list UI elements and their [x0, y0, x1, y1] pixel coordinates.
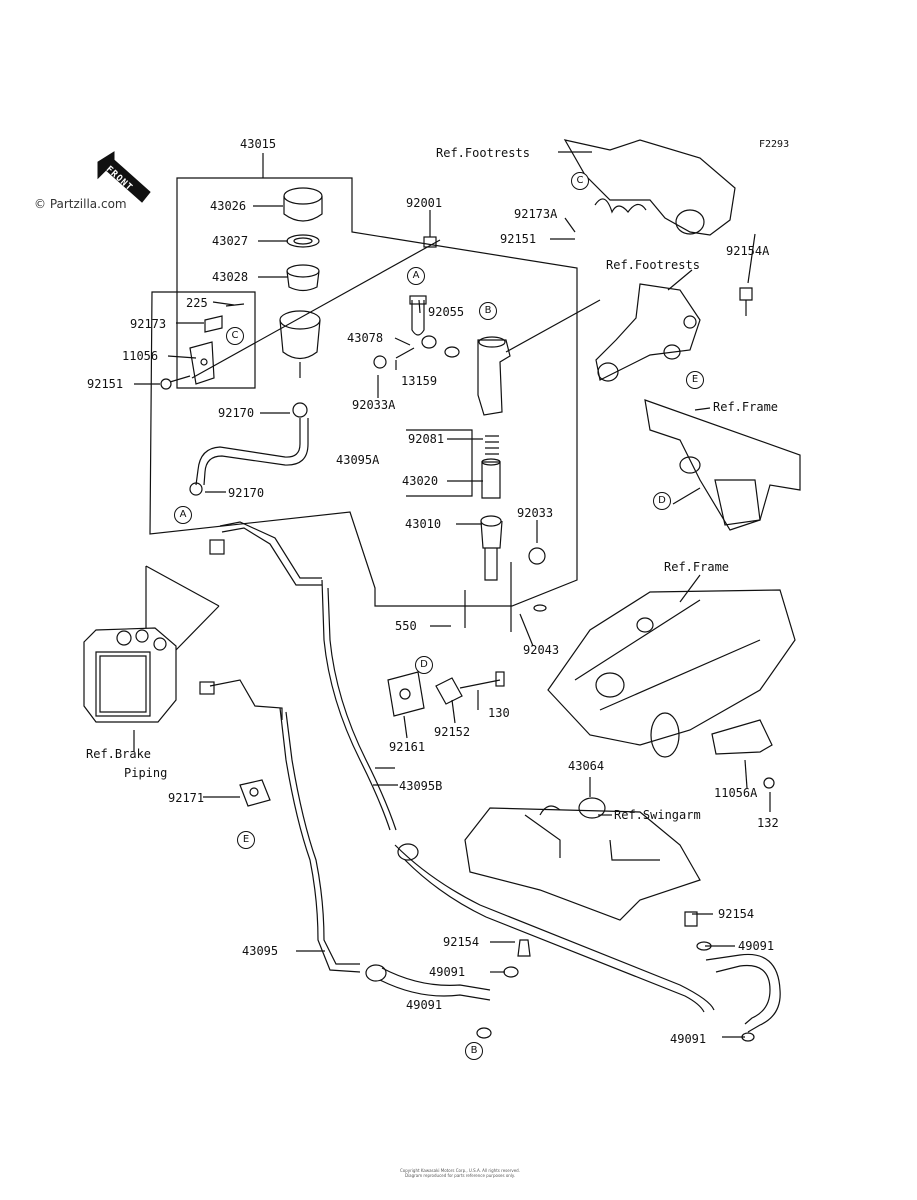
callout-e-left: E [237, 831, 255, 849]
front-arrow-shape [97, 151, 151, 203]
part-130[interactable]: 130 [488, 706, 510, 720]
part-11056[interactable]: 11056 [122, 349, 159, 363]
callout-a-upper: A [407, 267, 425, 285]
part-43027[interactable]: 43027 [212, 234, 249, 248]
part-92151[interactable]: 92151 [87, 377, 124, 391]
part-43078[interactable]: 43078 [347, 331, 384, 345]
part-92170-lower[interactable]: 92170 [228, 486, 265, 500]
ref-brake-piping-line1: Ref.Brake [86, 747, 152, 761]
part-92154A[interactable]: 92154A [726, 244, 770, 258]
part-43010[interactable]: 43010 [405, 517, 442, 531]
part-43015[interactable]: 43015 [240, 137, 277, 151]
part-11056A[interactable]: 11056A [714, 786, 758, 800]
part-92171[interactable]: 92171 [168, 791, 205, 805]
part-92081[interactable]: 92081 [408, 432, 445, 446]
part-92151-right[interactable]: 92151 [500, 232, 537, 246]
ref-footrests-middle: Ref.Footrests [606, 258, 700, 272]
ref-footrests-top: Ref.Footrests [436, 146, 530, 160]
callout-b-upper: B [479, 302, 497, 320]
copyright-footer: Copyright Kawasaki Motors Corp., U.S.A. … [300, 1168, 620, 1178]
part-49091-upper-left[interactable]: 49091 [429, 965, 466, 979]
part-225[interactable]: 225 [186, 296, 208, 310]
part-92154-left[interactable]: 92154 [443, 935, 480, 949]
part-92033[interactable]: 92033 [517, 506, 554, 520]
part-43095A[interactable]: 43095A [336, 453, 380, 467]
part-13159[interactable]: 13159 [401, 374, 438, 388]
part-43095B[interactable]: 43095B [399, 779, 443, 793]
ref-swingarm: Ref.Swingarm [614, 808, 701, 822]
callout-d-left: D [415, 656, 433, 674]
callout-b-lower: B [465, 1042, 483, 1060]
footer-line-1: Copyright Kawasaki Motors Corp., U.S.A. … [400, 1168, 520, 1173]
part-550[interactable]: 550 [395, 619, 417, 633]
part-92173[interactable]: 92173 [130, 317, 167, 331]
part-43095[interactable]: 43095 [242, 944, 279, 958]
part-92152[interactable]: 92152 [434, 725, 471, 739]
figure-id: F2293 [759, 139, 790, 150]
part-92161[interactable]: 92161 [389, 740, 426, 754]
callout-d-right: D [653, 492, 671, 510]
part-92154-right[interactable]: 92154 [718, 907, 755, 921]
footer-line-2: Diagram reproduced for parts reference p… [404, 1173, 516, 1178]
part-92043[interactable]: 92043 [523, 643, 560, 657]
assembly-bracket [149, 177, 578, 607]
part-92055[interactable]: 92055 [428, 305, 465, 319]
ref-frame-upper: Ref.Frame [713, 400, 779, 414]
part-43028[interactable]: 43028 [212, 270, 249, 284]
part-92170-upper[interactable]: 92170 [218, 406, 255, 420]
part-49091-lower-right[interactable]: 49091 [670, 1032, 707, 1046]
watermark: © Partzilla.com [34, 197, 127, 211]
ref-frame-lower: Ref.Frame [664, 560, 730, 574]
part-49091-upper-right[interactable]: 49091 [738, 939, 775, 953]
part-92001[interactable]: 92001 [406, 196, 443, 210]
callout-c-right: C [571, 172, 589, 190]
ref-brake-piping-line2: Piping [124, 766, 168, 780]
part-49091-lower-left[interactable]: 49091 [406, 998, 443, 1012]
part-132[interactable]: 132 [757, 816, 779, 830]
callout-e-right: E [686, 371, 704, 389]
callout-c-left: C [226, 327, 244, 345]
part-92173A[interactable]: 92173A [514, 207, 558, 221]
part-43026[interactable]: 43026 [210, 199, 247, 213]
callout-a-lower: A [174, 506, 192, 524]
part-92033A[interactable]: 92033A [352, 398, 396, 412]
part-43064[interactable]: 43064 [568, 759, 605, 773]
part-43020[interactable]: 43020 [402, 474, 439, 488]
